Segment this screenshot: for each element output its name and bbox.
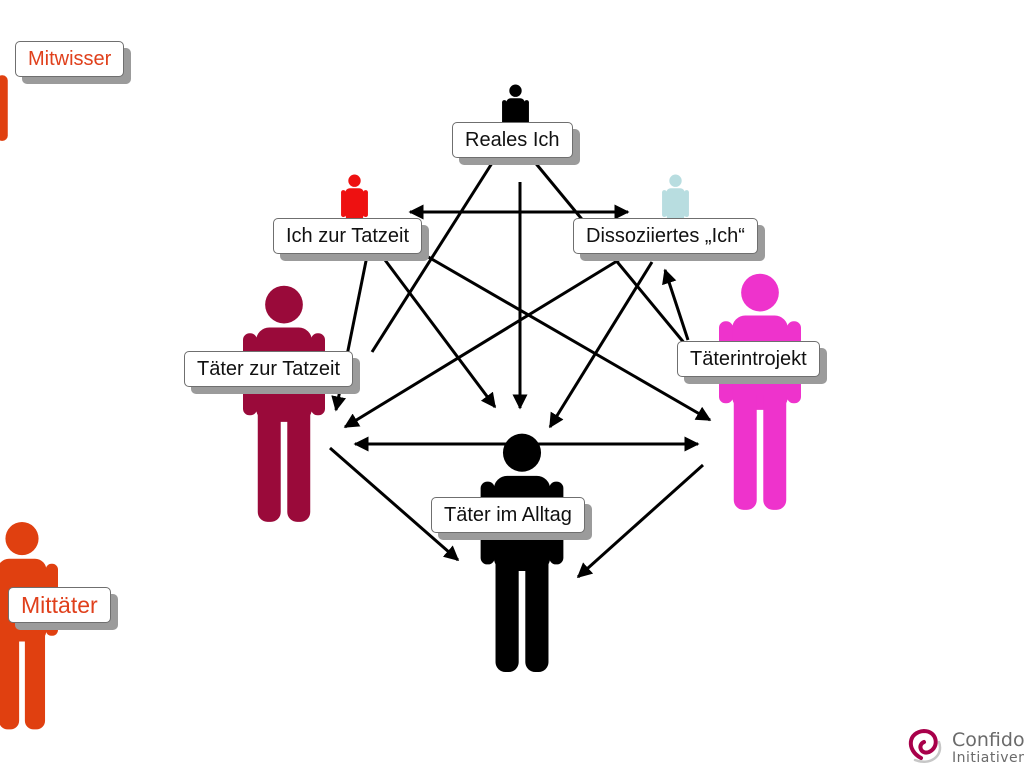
reales-ich-label: Reales Ich [452,122,573,158]
arrow-introjekt-to-dissoziiert [662,268,690,341]
arrow-ich-to-right [422,252,712,422]
logo-line-2: Initiativen [952,750,1024,766]
mitwisser-label: Mitwisser [15,41,125,77]
arrow-right-to-bottom [576,463,705,579]
logo-line-1: Confido [952,729,1024,751]
taeter-im-alltag-person-icon [480,433,564,672]
taeter-im-alltag-label: Täter im Alltag [431,497,585,533]
taeterintrojekt-label: Täterintrojekt [677,341,820,377]
arrow-real-to-introjekt [531,159,692,351]
arrow-dissoziiert-to-left [343,256,623,429]
taeter-zur-tatzeit-label: Täter zur Tatzeit [184,351,354,387]
confido-logo-text: Confido Initiativen [952,729,1024,766]
arrow-left-to-bottom [329,446,460,562]
confido-logo-icon [908,728,942,763]
taeterintrojekt-person-icon [719,273,801,510]
mittaeter-label: Mittäter [8,587,111,623]
dissoziiertes-ich-label: Dissoziiertes „Ich“ [573,218,758,254]
ich-zur-tatzeit-label: Ich zur Tatzeit [273,218,423,254]
arrow-ich-to-center [380,255,497,409]
arrow-real-to-taeter-tatzeit [370,159,496,353]
mittaeter-person-icon [0,522,58,730]
mitwisser-person-icon [0,37,8,226]
arrows [329,159,712,579]
arrow-dissoziiert-to-center [548,261,654,429]
taeter-zur-tatzeit-person-icon [243,285,325,522]
